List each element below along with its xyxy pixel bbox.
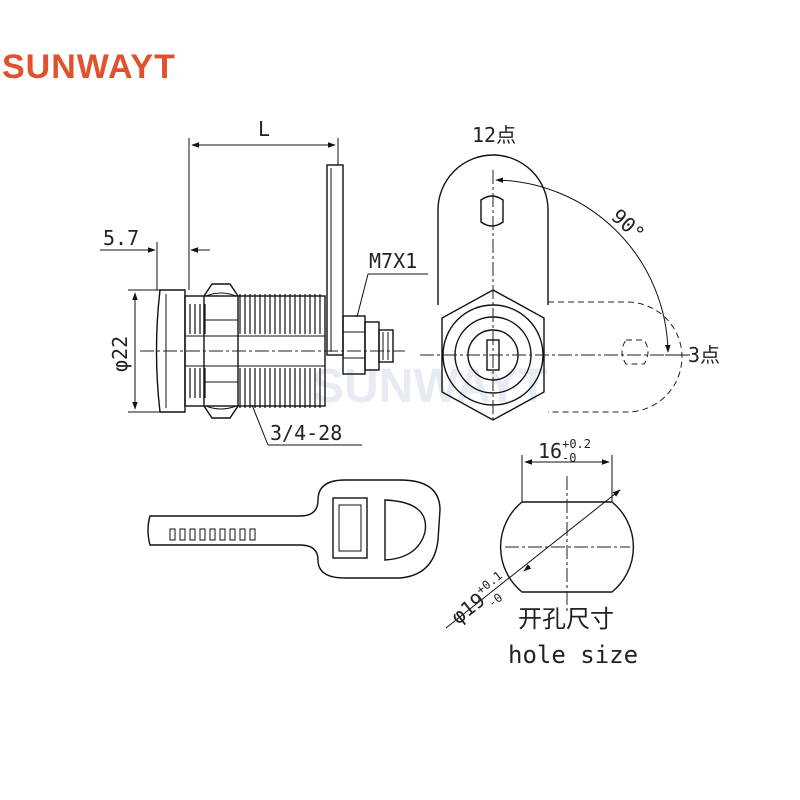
hole-caption-cn: 开孔尺寸 [518,605,614,633]
angle-label: 90° [607,204,650,246]
side-position-label: 3点 [688,343,720,367]
side-view: L 5.7 φ22 M7X1 3/4-28 [100,117,428,446]
watermark: SUNWAYT [312,360,548,413]
top-position-label: 12点 [472,123,516,147]
nut-thread-label: M7X1 [369,249,417,273]
diameter-label: φ22 [108,336,132,372]
hole-width-lower-tol: -0 [562,451,576,465]
cam-slot-3 [621,339,649,365]
spindle [378,329,394,363]
thread-upper [189,294,321,334]
cam-slot-12 [480,195,504,227]
cam-plate [326,164,344,356]
hole-outline [499,501,635,593]
cam-3-oclock [548,301,683,413]
hole-caption-en: hole size [508,641,638,669]
length-label: L [258,117,270,141]
lock-head [155,289,186,413]
body-thread-label: 3/4-28 [270,421,342,445]
brand-logo: SUNWAYT [2,48,176,86]
hole-width-label: 16+0.2 [538,437,591,463]
offset-label: 5.7 [103,226,139,250]
hex-nut [203,283,239,419]
hole-view: 16+0.2 -0 φ19+0.1 -0 开孔尺寸 hole size [445,437,638,669]
thread-lower [189,368,321,408]
key-icon [147,479,441,579]
